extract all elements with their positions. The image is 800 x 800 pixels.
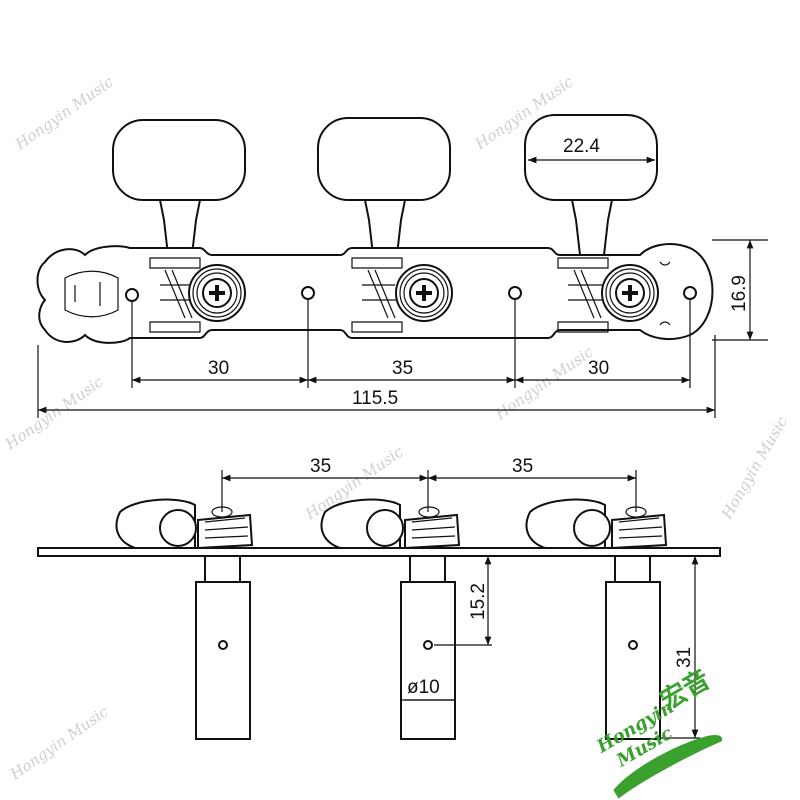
watermark-text: Hongyin Music — [1, 372, 107, 454]
watermark-text: Hongyin Music — [717, 413, 791, 523]
dim-plate-height: 16.9 — [729, 275, 750, 312]
string-post — [605, 581, 661, 740]
dim-overall-length: 115.5 — [352, 388, 398, 409]
string-post — [195, 581, 251, 740]
dim-spacing-middle: 35 — [392, 358, 413, 379]
string-post — [400, 581, 456, 740]
guitar-icon — [613, 734, 723, 799]
dim-post-diameter: ø10 — [407, 677, 440, 698]
dim-post-length: 31 — [674, 647, 695, 668]
watermark-text: Hongyin Music — [11, 72, 117, 154]
watermark-text: Hongyin Music — [6, 702, 112, 784]
dim-knob-width: 22.4 — [563, 136, 600, 157]
dim-side-spacing-left: 35 — [310, 456, 331, 477]
side-plate — [37, 547, 721, 557]
knob — [524, 114, 658, 201]
dim-side-spacing-right: 35 — [512, 456, 533, 477]
top-view: 22.4 30 35 30 115.5 16.9 — [36, 114, 768, 418]
side-view: 35 35 15.2 31 ø10 — [37, 456, 721, 740]
dim-hole-height: 15.2 — [468, 583, 489, 620]
dim-spacing-left: 30 — [208, 358, 229, 379]
knob — [317, 117, 451, 201]
watermark-text: Hongyin Music — [491, 342, 597, 424]
dim-spacing-right: 30 — [588, 358, 609, 379]
knob — [112, 119, 246, 201]
